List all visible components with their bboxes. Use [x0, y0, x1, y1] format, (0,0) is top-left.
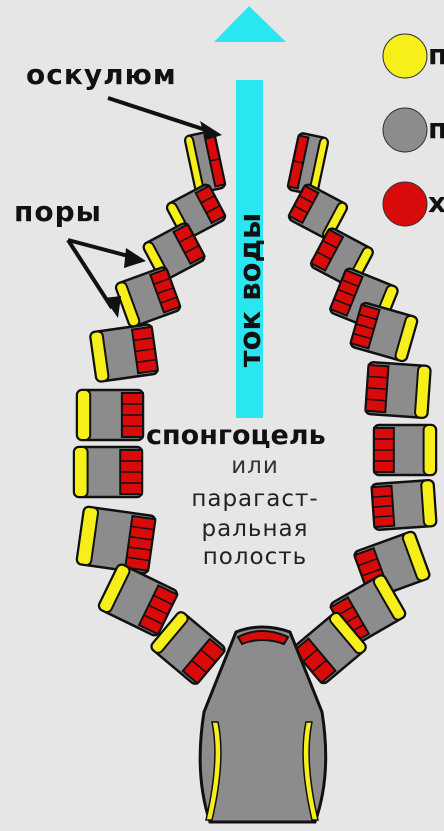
osculum-pointer-line [108, 98, 212, 132]
wall-block [74, 447, 142, 497]
osculum-label: оскулюм [26, 58, 177, 91]
wall-block [374, 425, 436, 475]
legend-swatch-yellow [383, 34, 427, 78]
or-label: или [150, 453, 360, 479]
legend-text-yellow: п [428, 38, 444, 71]
wall-block [350, 302, 418, 362]
wall-block [371, 480, 436, 530]
paragastric-label-line1: парагаст- [150, 486, 360, 512]
pores-label: поры [14, 195, 102, 228]
outer-layer-cell [421, 480, 437, 527]
outer-layer-cell [415, 365, 431, 418]
paragastric-label-line3: полость [150, 544, 360, 570]
legend-text-gray: п [428, 112, 444, 145]
wall-block [76, 506, 155, 573]
legend-swatch-gray [383, 108, 427, 152]
pores-pointer-head-1 [124, 248, 146, 268]
water-arrow-head [214, 6, 286, 42]
legend-swatches [383, 34, 427, 226]
wall-block [77, 390, 143, 440]
pores-pointer-head-2 [104, 296, 121, 318]
paragastric-label-line2: ральная [150, 516, 360, 542]
wall-block [90, 324, 158, 382]
spongocoel-label: спонгоцель [146, 420, 326, 451]
outer-layer-cell [74, 447, 88, 497]
legend-swatch-red [383, 182, 427, 226]
legend-text-red: х [428, 186, 444, 219]
outer-layer-cell [424, 425, 436, 475]
wall-block [365, 362, 430, 418]
outer-layer-cell [77, 390, 90, 440]
water-flow-label: ток воды [233, 213, 267, 367]
